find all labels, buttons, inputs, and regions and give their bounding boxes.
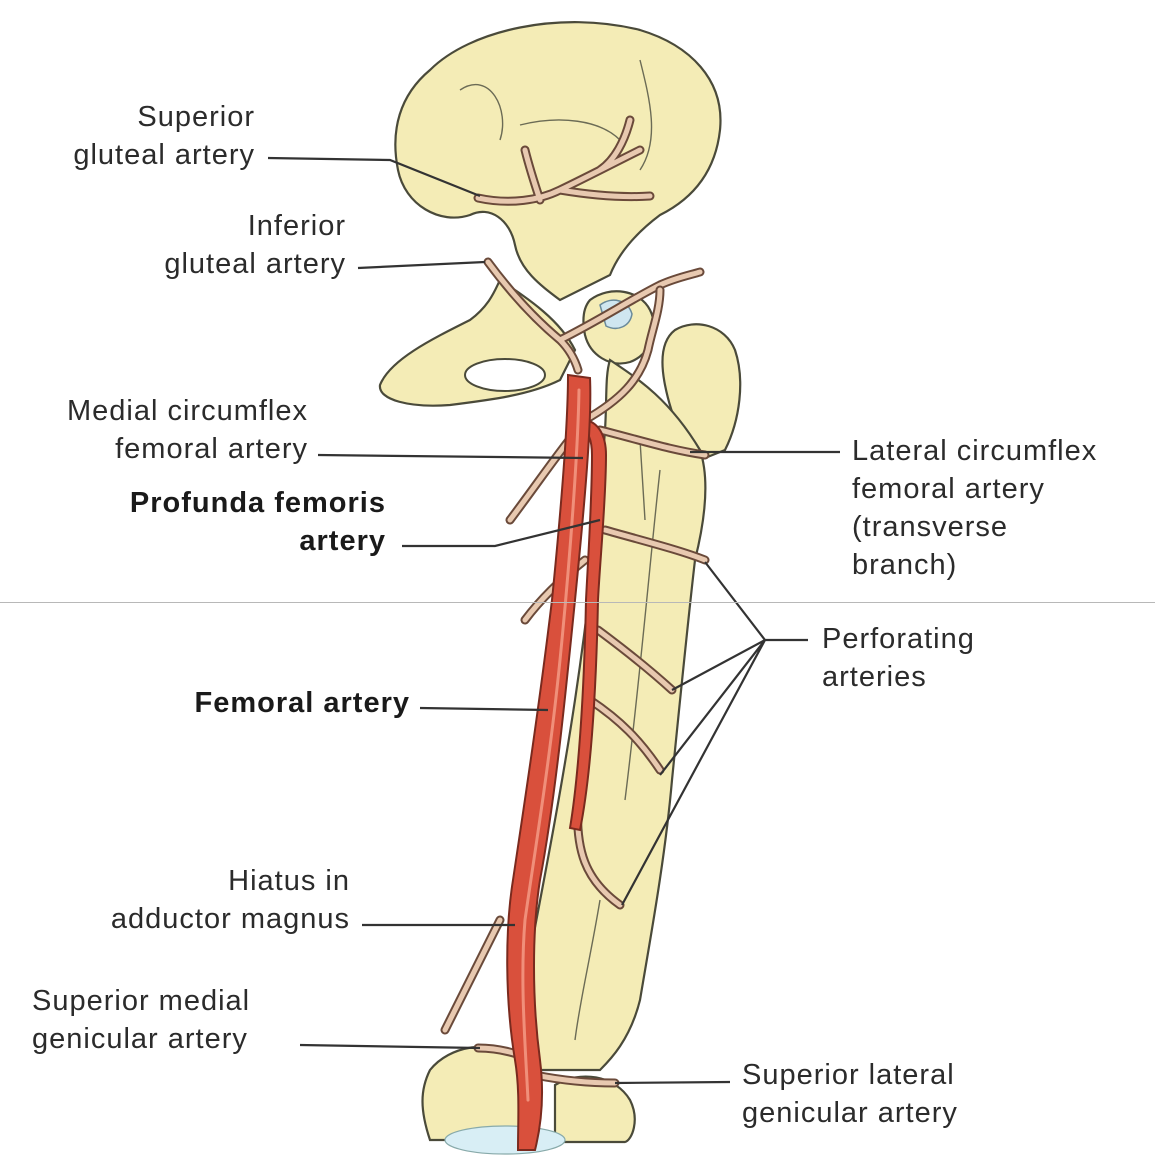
leader-perforating (622, 562, 808, 905)
label-femoral-artery: Femoral artery (130, 684, 410, 722)
label-line: genicular artery (32, 1020, 250, 1058)
label-superior-medial-genicular-artery: Superior medial genicular artery (32, 982, 250, 1058)
label-line: Perforating (822, 620, 975, 658)
leader-medial-circumflex (318, 455, 583, 458)
leader-superior-gluteal (268, 158, 480, 196)
label-line: arteries (822, 658, 975, 696)
label-line: artery (60, 522, 386, 560)
label-line: Hiatus in (40, 862, 350, 900)
label-profunda-femoris-artery: Profunda femoris artery (60, 484, 386, 560)
leader-profunda-femoris (402, 520, 600, 546)
leader-inferior-gluteal (358, 262, 485, 268)
label-line: (transverse (852, 508, 1097, 546)
label-line: Superior (30, 98, 255, 136)
label-lateral-circumflex-femoral-artery: Lateral circumflex femoral artery (trans… (852, 432, 1097, 584)
label-line: gluteal artery (100, 245, 346, 283)
label-line: adductor magnus (40, 900, 350, 938)
label-hiatus-adductor-magnus: Hiatus in adductor magnus (40, 862, 350, 938)
label-perforating-arteries: Perforating arteries (822, 620, 975, 696)
label-line: femoral artery (10, 430, 308, 468)
label-line: branch) (852, 546, 1097, 584)
scan-divider-line (0, 602, 1155, 603)
label-line: Medial circumflex (10, 392, 308, 430)
label-line: femoral artery (852, 470, 1097, 508)
label-line: Superior lateral (742, 1056, 958, 1094)
leader-superior-medial-genicular (300, 1045, 480, 1048)
label-line: Superior medial (32, 982, 250, 1020)
label-inferior-gluteal-artery: Inferior gluteal artery (100, 207, 346, 283)
label-line: gluteal artery (30, 136, 255, 174)
label-line: Inferior (100, 207, 346, 245)
leader-superior-lateral-genicular (615, 1082, 730, 1083)
label-superior-lateral-genicular-artery: Superior lateral genicular artery (742, 1056, 958, 1132)
leader-femoral (420, 708, 548, 710)
label-line: Lateral circumflex (852, 432, 1097, 470)
label-line: Profunda femoris (60, 484, 386, 522)
label-line: genicular artery (742, 1094, 958, 1132)
label-superior-gluteal-artery: Superior gluteal artery (30, 98, 255, 174)
label-medial-circumflex-femoral-artery: Medial circumflex femoral artery (10, 392, 308, 468)
label-line: Femoral artery (130, 684, 410, 722)
